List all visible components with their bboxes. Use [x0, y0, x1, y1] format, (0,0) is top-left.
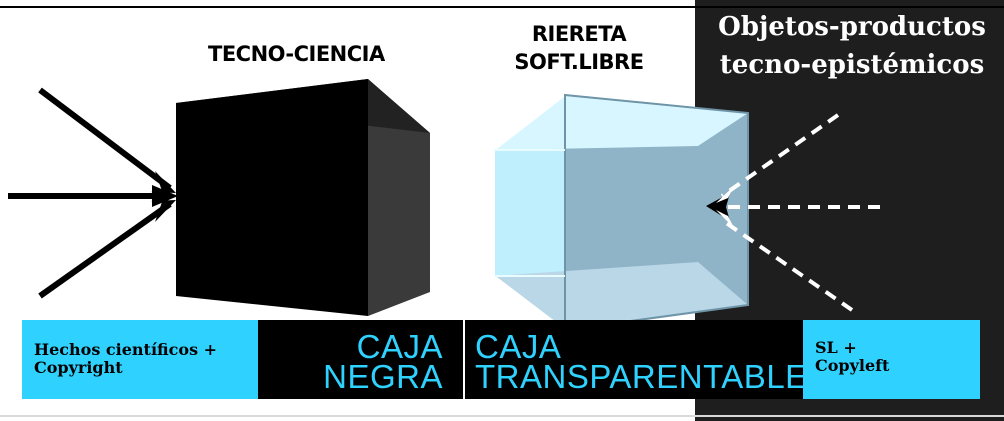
transparent-box-left-face: [494, 95, 565, 330]
dashed-arrows: [720, 113, 880, 312]
solid-arrows: [8, 87, 172, 299]
tecno-ciencia-label: TECNO-CIENCIA: [208, 42, 385, 66]
caja-transp-line-2: TRANSPARENTABLE: [475, 358, 808, 395]
arrowhead-upper: [150, 171, 176, 193]
riereta-line-1: RIERETA: [531, 22, 627, 46]
caja-negra-box: CAJA NEGRA: [258, 320, 463, 399]
hechos-box: Hechos científicos + Copyright: [22, 320, 258, 399]
sl-line-1: SL +: [815, 338, 857, 357]
bottom-divider: [0, 415, 1004, 417]
black-box-front-face: [176, 79, 368, 316]
hechos-line-1: Hechos científicos +: [34, 340, 218, 359]
caja-negra-line-2: NEGRA: [323, 358, 443, 395]
top-divider: [0, 6, 1004, 8]
solid-arrowheads: [150, 171, 178, 222]
sl-line-2: Copyleft: [815, 356, 890, 375]
dashed-arrowhead-upper: [716, 186, 734, 203]
transparent-box-top-face: [494, 95, 748, 150]
caja-transp-line-1: CAJA: [475, 328, 562, 365]
dashed-arrow-lower: [720, 218, 854, 312]
riereta-label: RIERETA SOFT.LIBRE: [494, 20, 664, 76]
transparent-box-outline-front: [564, 93, 749, 332]
solid-arrow-upper: [38, 87, 172, 191]
solid-arrow-lower: [38, 201, 172, 299]
objetos-label: Objetos-productos tecno-epistémicos: [700, 8, 1004, 84]
objetos-line-2: tecno-epistémicos: [719, 50, 985, 80]
caja-negra-line-1: CAJA: [356, 328, 443, 365]
arrowhead-lower: [150, 200, 176, 222]
objetos-line-1: Objetos-productos: [718, 12, 986, 42]
sl-copyleft-box: SL + Copyleft: [803, 320, 980, 399]
riereta-line-2: SOFT.LIBRE: [514, 50, 644, 74]
hechos-line-2: Copyright: [34, 358, 123, 377]
caja-transparentable-box: CAJA TRANSPARENTABLE: [463, 320, 807, 399]
dashed-arrowheads-white: [716, 186, 734, 228]
dashed-arrow-upper: [720, 113, 840, 198]
dashed-arrowhead-lower: [716, 210, 734, 228]
black-box-side-face: [368, 79, 430, 316]
